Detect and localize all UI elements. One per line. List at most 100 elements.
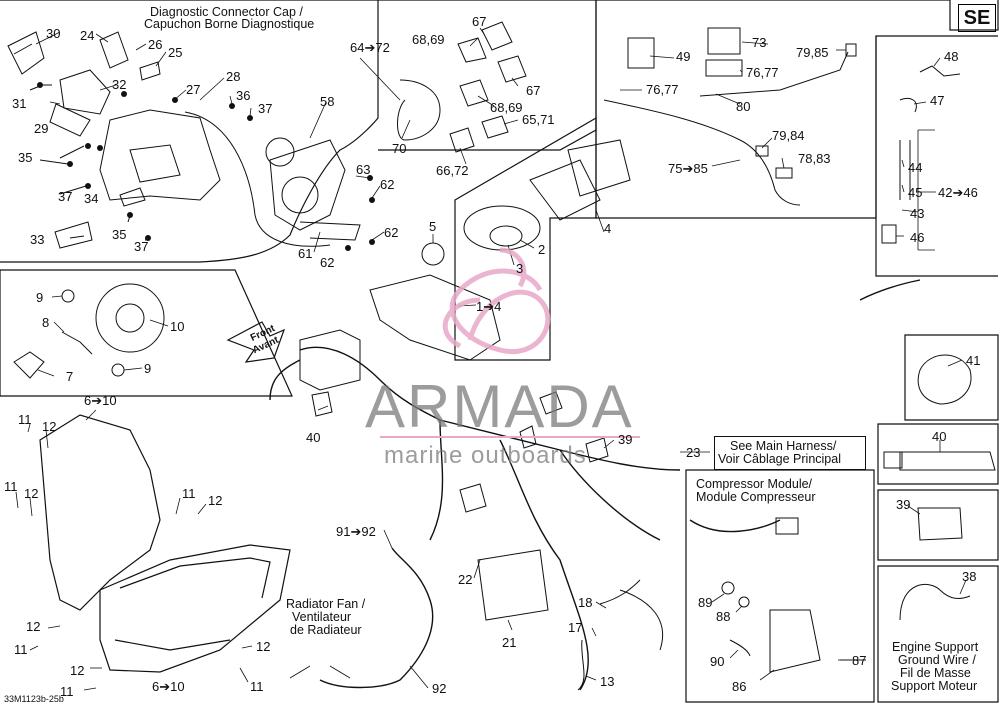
relay-6672 — [449, 127, 475, 153]
boot-47 — [899, 98, 917, 113]
callout-23: 23 — [686, 445, 701, 460]
callout-25: 25 — [168, 45, 183, 60]
callout-73: 73 — [752, 35, 767, 50]
callout-11c: 11 — [182, 486, 196, 501]
screws-group — [37, 82, 375, 251]
callout-88: 88 — [716, 609, 731, 624]
panel-clip-outline — [877, 489, 999, 561]
callout-64-72: 64➔72 — [350, 40, 390, 55]
harness-to-kit — [859, 279, 921, 301]
callout-39b: 39 — [896, 497, 911, 512]
note-ground-3: Fil de Masse — [900, 666, 971, 680]
callout-91-92: 91➔92 — [336, 524, 376, 539]
callout-35b: 35 — [112, 227, 127, 242]
switch-7677 — [705, 59, 743, 77]
ecm-mount-shape — [129, 144, 181, 183]
callout-79-84: 79,84 — [772, 128, 805, 143]
panel-grease-outline — [877, 423, 999, 485]
callout-17: 17 — [568, 620, 583, 635]
callout-11b: 11 — [4, 479, 18, 494]
callout-32: 32 — [112, 77, 127, 92]
callout-66-72: 66,72 — [436, 163, 469, 178]
note-diag-cap-en: Diagnostic Connector Cap / — [150, 5, 303, 19]
bulb-7 — [13, 351, 45, 379]
headlamp-housing-10 — [95, 283, 165, 353]
note-ground-2: Ground Wire / — [898, 653, 976, 667]
callout-29: 29 — [34, 121, 49, 136]
plate-29-shape — [49, 103, 91, 137]
callout-68-69a: 68,69 — [412, 32, 445, 47]
compressor-connector — [775, 517, 799, 535]
callout-46: 46 — [910, 230, 925, 245]
callout-13: 13 — [600, 674, 615, 689]
callout-43: 43 — [910, 206, 925, 221]
callout-90: 90 — [710, 654, 725, 669]
bulb-socket-9b — [111, 363, 125, 377]
clamp-41 — [917, 354, 972, 405]
callout-36: 36 — [236, 88, 251, 103]
panel-connector-outline — [875, 36, 998, 277]
front-arrow — [226, 321, 286, 363]
callout-79-85: 79,85 — [796, 45, 829, 60]
callout-6-10b: 6➔10 — [152, 679, 185, 694]
motor-58-gear — [281, 176, 319, 214]
callout-8: 8 — [42, 315, 50, 330]
callout-40b: 40 — [932, 429, 947, 444]
callout-62b: 62 — [384, 225, 399, 240]
callout-30: 30 — [46, 26, 61, 41]
callout-21: 21 — [502, 635, 517, 650]
relay-6571 — [481, 115, 509, 139]
callout-12f: 12 — [70, 663, 85, 678]
bracket-26-shape — [139, 61, 161, 81]
note-ground-1: Engine Support — [892, 640, 979, 654]
panel-clamp-outline — [904, 334, 999, 421]
connector-34-shape — [119, 187, 146, 207]
motor-58-body — [269, 139, 346, 231]
callout-34: 34 — [84, 191, 99, 206]
note-main-harness-en: See Main Harness/ — [730, 439, 837, 453]
callout-49: 49 — [676, 49, 691, 64]
callout-89: 89 — [698, 595, 713, 610]
callout-11d: 11 — [14, 642, 28, 657]
callout-67b: 67 — [526, 83, 541, 98]
gauge-lens-3 — [489, 225, 523, 247]
harness-70 — [397, 79, 441, 141]
headlight-right — [99, 544, 291, 673]
bracket-61-shape — [299, 221, 361, 241]
se-badge: SE — [958, 4, 996, 32]
relay-6869-bottom — [459, 79, 489, 107]
ground-wire-38 — [899, 584, 971, 621]
grease-tube-40 — [899, 451, 996, 471]
watermark-logo — [442, 247, 551, 355]
callout-37c: 37 — [134, 239, 149, 254]
callout-22: 22 — [458, 572, 473, 587]
callout-87: 87 — [852, 653, 867, 668]
callout-92: 92 — [432, 681, 447, 696]
callout-38: 38 — [962, 569, 977, 584]
sensor-13 — [577, 639, 585, 691]
spring-clip-8 — [61, 331, 93, 355]
panel-compressor-outline — [685, 469, 875, 703]
bracket-32-shape — [59, 69, 111, 115]
ecm-box — [299, 329, 361, 391]
gauge-cover-4b — [567, 139, 631, 197]
callout-4: 4 — [604, 221, 612, 236]
callout-12d: 12 — [26, 619, 41, 634]
wires-44-45 — [899, 140, 911, 200]
regulator-21 — [477, 549, 549, 621]
note-compressor-en: Compressor Module/ — [696, 477, 813, 491]
lanyard-18 — [599, 579, 641, 605]
note-radiator-1: Radiator Fan / — [286, 597, 366, 611]
switch-49 — [627, 37, 655, 69]
callout-48: 48 — [944, 49, 959, 64]
gauge-lens-4a — [529, 159, 601, 221]
callout-28: 28 — [226, 69, 241, 84]
callout-11f: 11 — [60, 684, 74, 699]
watermark-title: ARMADA — [365, 373, 634, 440]
callout-12a: 12 — [42, 419, 57, 434]
panel-ground-outline — [877, 565, 999, 703]
note-radiator-2: Ventilateur — [292, 610, 352, 624]
terminal-48 — [919, 65, 961, 77]
callout-9b: 9 — [144, 361, 152, 376]
